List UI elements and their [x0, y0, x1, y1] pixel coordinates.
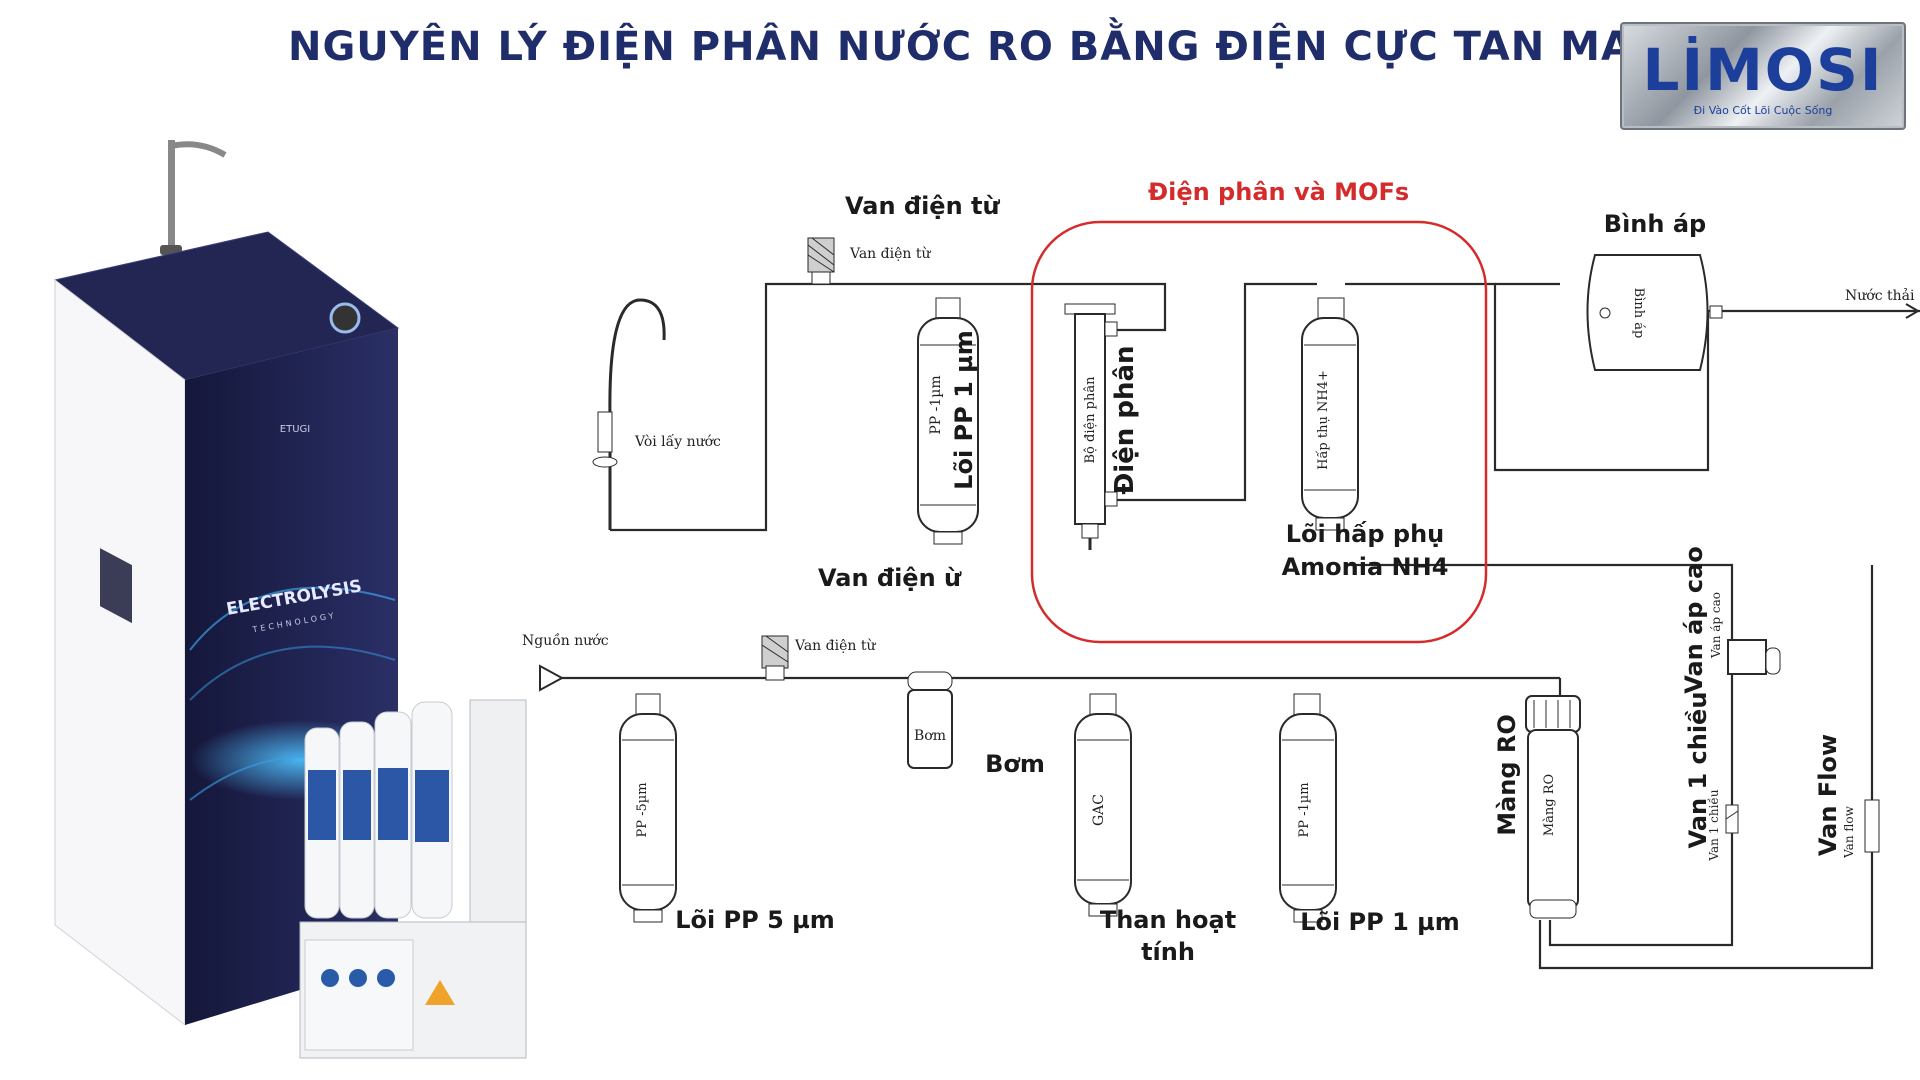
- check-valve-big-label: Van 1 chiều: [1684, 692, 1712, 849]
- product-faucet-stem: [168, 140, 175, 290]
- top-solenoid-small-label: Van điện từ: [849, 246, 931, 262]
- product-faucet-spout: [170, 141, 227, 158]
- top-solenoid-heading: Van điện từ: [845, 192, 1000, 220]
- flow-restrictor-valve: [1864, 799, 1880, 853]
- dispensing-faucet: [592, 298, 666, 530]
- cabinet-wave-2: [189, 645, 396, 701]
- cartridge-1: [304, 727, 340, 919]
- group-title: Điện phân và MOFs: [1148, 178, 1409, 206]
- waste-label: Nước thải: [1845, 287, 1915, 304]
- cabinet-brand-mark: ETUGI: [280, 424, 310, 435]
- pipe-network: [548, 282, 1920, 970]
- cartridge-2: [339, 721, 375, 919]
- product-image: ETUGI ELECTROLYSIS TECHNOLOGY: [53, 140, 527, 1059]
- pipe-nh4-feed: [1345, 563, 1734, 655]
- waste-arrow: [1905, 303, 1920, 319]
- flow-valve-small-label: Van flow: [1842, 805, 1856, 858]
- cabinet-side: [54, 278, 186, 1027]
- page-title: NGUYÊN LÝ ĐIỆN PHÂN NƯỚC RO BẰNG ĐIỆN CỰ…: [288, 24, 1711, 70]
- hp-valve-small-label: Van áp cao: [1709, 592, 1723, 659]
- gac-big-label-line1: Than hoạt: [1100, 906, 1236, 934]
- pump-small-label: Bơm: [914, 728, 946, 744]
- pipe-ro-to-check: [1548, 825, 1734, 947]
- gauge-2: [349, 969, 367, 987]
- faucet-label: Vòi lấy nước: [634, 433, 721, 450]
- top-solenoid-valve: [807, 237, 835, 285]
- cartridge-3: [374, 711, 412, 919]
- top-solenoid-below-label: Van điện ừ: [818, 564, 962, 592]
- nh4-adsorption-cartridge: [1301, 297, 1359, 531]
- pump-big-label: Bơm: [985, 750, 1045, 778]
- electrolysis-unit: [1064, 303, 1118, 550]
- open-filter-unit: [299, 699, 527, 1059]
- pressure-tank: [1586, 254, 1723, 371]
- cabinet-handle: [100, 548, 132, 624]
- limosi-logo: LİMOSI Đi Vào Cốt Lõi Cuộc Sống: [1620, 22, 1906, 130]
- gac-big-label-line2: tính: [1141, 938, 1195, 966]
- logo-slogan: Đi Vào Cốt Lõi Cuộc Sống: [1693, 104, 1833, 117]
- tank-small-label: Bình áp: [1631, 288, 1646, 339]
- flow-valve-big-label: Van Flow: [1814, 734, 1842, 856]
- pipe-electrolysis-to-nh4: [1115, 282, 1317, 502]
- top-pp1-big-label: Lõi PP 1 µm: [950, 330, 978, 490]
- ro-small-label: Màng RO: [1542, 774, 1557, 836]
- pipe-faucet-to-pp1: [610, 282, 948, 532]
- nh4-small-label: Hấp thụ NH4+: [1315, 370, 1331, 470]
- check-valve-small-label: Van 1 chiều: [1706, 789, 1721, 861]
- gac-cartridge: [1074, 693, 1132, 917]
- top-pp1-small-label: PP -1µm: [928, 375, 944, 434]
- ro-big-label: Màng RO: [1493, 714, 1521, 836]
- cabinet-button: [329, 302, 361, 334]
- pp5-small-label: PP -5µm: [635, 782, 650, 837]
- nh4-label-line1: Lõi hấp phụ: [1286, 520, 1445, 548]
- cartridge-4: [411, 701, 453, 919]
- nh4-label-line2: Amonia NH4: [1282, 553, 1449, 581]
- warning-sticker: [425, 980, 455, 1005]
- bottom-pp1-cartridge: [1279, 693, 1337, 923]
- bottom-pp1-big-label: Lõi PP 1 µm: [1300, 908, 1460, 936]
- water-source-arrow: [539, 664, 565, 692]
- pipe-pp1-to-electrolysis: [948, 282, 1167, 332]
- electrolysis-big-label: Điện phân: [1110, 345, 1140, 494]
- logo-brand: LİMOSI: [1642, 36, 1884, 104]
- filter-control-panel: [304, 939, 414, 1051]
- top-pp1-cartridge: [917, 297, 979, 545]
- cabinet-wave-1: [189, 586, 396, 651]
- bottom-pp1-small-label: PP -1µm: [1297, 782, 1312, 837]
- bottom-solenoid-small-label: Van điện từ: [794, 638, 876, 654]
- hp-valve-big-label: Van áp cao: [1680, 546, 1708, 694]
- tank-heading: Bình áp: [1604, 210, 1706, 238]
- electrolysis-mofs-group: [1030, 220, 1488, 644]
- source-label: Nguồn nước: [522, 632, 609, 649]
- check-valve: [1725, 804, 1739, 834]
- electrolysis-small-label: Bộ điện phân: [1083, 376, 1098, 464]
- high-pressure-valve: [1727, 639, 1781, 675]
- bottom-solenoid-valve: [761, 635, 789, 681]
- pp5-cartridge: [619, 693, 677, 923]
- pp5-big-label: Lõi PP 5 µm: [675, 906, 835, 934]
- gauge-1: [321, 969, 339, 987]
- ro-membrane: [1525, 695, 1581, 919]
- gac-small-label: GAC: [1091, 794, 1107, 826]
- pipe-ro-to-flow: [1538, 820, 1874, 970]
- gauge-3: [377, 969, 395, 987]
- booster-pump: [907, 671, 953, 769]
